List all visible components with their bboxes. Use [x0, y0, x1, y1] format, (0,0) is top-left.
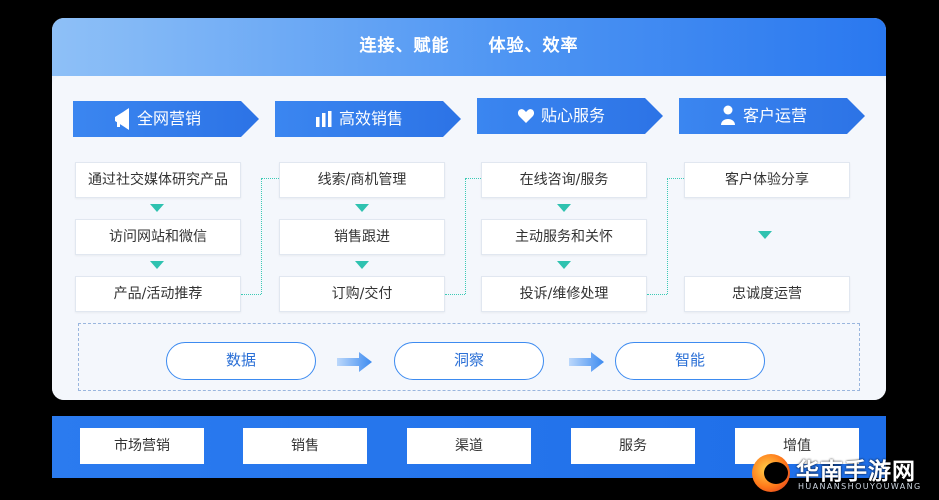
step-box: 产品/活动推荐: [75, 276, 241, 312]
header-sales: 高效销售: [275, 101, 461, 137]
down-arrow-icon: [557, 261, 571, 269]
step-box: 订购/交付: [279, 276, 445, 312]
step-box: 忠诚度运营: [684, 276, 850, 312]
down-arrow-icon: [150, 261, 164, 269]
megaphone-icon: [113, 101, 131, 137]
right-arrow-icon: [569, 352, 604, 372]
step-box: 投诉/维修处理: [481, 276, 647, 312]
person-icon: [719, 98, 737, 134]
bottom-bar: 市场营销 销售 渠道 服务 增值: [52, 416, 886, 478]
header-service: 贴心服务: [477, 98, 663, 134]
bottom-item-service: 服务: [571, 428, 695, 464]
down-arrow-icon: [557, 204, 571, 212]
step-box: 访问网站和微信: [75, 219, 241, 255]
bottom-item-value-added: 增值: [735, 428, 859, 464]
bottom-item-channel: 渠道: [407, 428, 531, 464]
step-box: 线索/商机管理: [279, 162, 445, 198]
down-arrow-icon: [150, 204, 164, 212]
right-arrow-icon: [337, 352, 372, 372]
pill-intelligence: 智能: [615, 342, 765, 380]
header-label: 高效销售: [339, 109, 404, 128]
pill-data: 数据: [166, 342, 316, 380]
bottom-item-sales: 销售: [243, 428, 367, 464]
bar-chart-icon: [315, 101, 333, 137]
step-box: 主动服务和关怀: [481, 219, 647, 255]
header-marketing: 全网营销: [73, 101, 259, 137]
down-arrow-icon: [355, 204, 369, 212]
header-label: 贴心服务: [541, 106, 606, 125]
banner-right-text: 体验、效率: [488, 36, 579, 56]
banner-left-text: 连接、赋能: [359, 36, 450, 56]
header-label: 全网营销: [137, 109, 202, 128]
bottom-item-marketing: 市场营销: [80, 428, 204, 464]
watermark: 华南手游网 HUANANSHOUYOUWANG: [752, 452, 938, 498]
pill-insight: 洞察: [394, 342, 544, 380]
pipeline-strip: [78, 323, 860, 391]
watermark-subtitle: HUANANSHOUYOUWANG: [798, 482, 922, 491]
header-operations: 客户运营: [679, 98, 865, 134]
step-box: 客户体验分享: [684, 162, 850, 198]
step-box: 销售跟进: [279, 219, 445, 255]
down-arrow-icon: [355, 261, 369, 269]
banner: 连接、赋能 体验、效率: [52, 18, 886, 76]
watermark-title: 华南手游网: [796, 459, 916, 485]
step-box: 在线咨询/服务: [481, 162, 647, 198]
heart-icon: [517, 98, 535, 134]
step-box: 通过社交媒体研究产品: [75, 162, 241, 198]
header-label: 客户运营: [743, 106, 808, 125]
down-arrow-icon: [758, 231, 772, 239]
